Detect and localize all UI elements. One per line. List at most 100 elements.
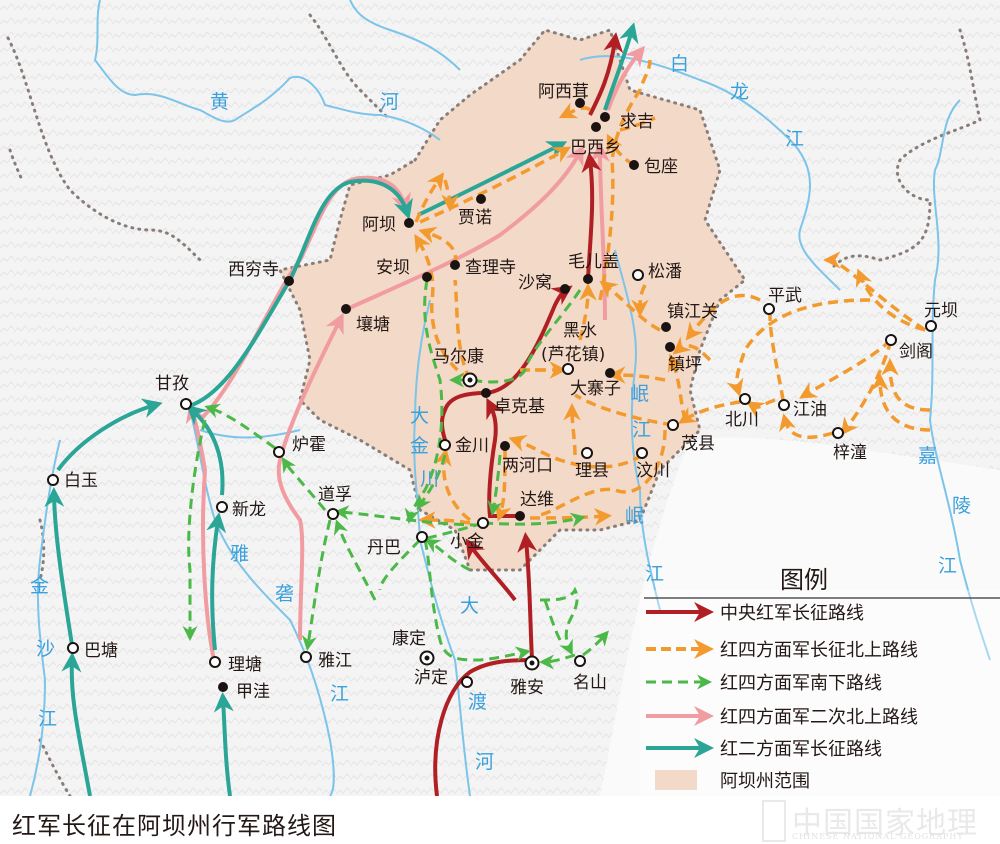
svg-text:红四方面军二次北上路线: 红四方面军二次北上路线 [720, 707, 918, 728]
county-circle-icon [180, 398, 192, 410]
place: 巴西乡 [570, 122, 621, 158]
town-dot-icon [665, 342, 675, 352]
county-circle-icon [461, 676, 473, 688]
place-label: 达维 [520, 490, 554, 510]
river-label: 河 [380, 91, 399, 113]
place: 汶川 [636, 447, 670, 481]
place: 黑水 [563, 321, 597, 341]
county-circle-icon [763, 303, 775, 315]
place-label: 小金 [450, 532, 484, 552]
town-dot-icon [629, 160, 639, 170]
river-label: 江 [38, 708, 57, 730]
county-circle-icon [925, 320, 937, 332]
river-label: 金 [30, 575, 49, 597]
place-markers: 阿西茸求吉巴西乡包座阿坝贾诺安坝查理寺西穷寺壤塘毛儿盖沙窝松潘镇江关镇坪黑水(芦… [47, 82, 958, 702]
place: 白玉 [47, 471, 98, 491]
place-label: 江油 [793, 400, 827, 420]
town-dot-icon [500, 441, 510, 451]
place: 贾诺 [458, 194, 492, 228]
place: 平武 [763, 286, 802, 315]
county-circle-icon [739, 393, 751, 405]
place: 阿西茸 [538, 82, 589, 108]
county-circle-icon [477, 517, 489, 529]
place-label: 沙窝 [518, 273, 552, 293]
legend-item-fourth-front-north: 红四方面军长征北上路线 [646, 639, 918, 661]
legend-title: 图例 [780, 566, 828, 594]
place-label: 雅江 [318, 651, 352, 671]
river-label: 大 [460, 595, 479, 617]
place: 理塘 [209, 655, 262, 675]
place-label: 包座 [644, 157, 678, 177]
river-label: 大 [410, 405, 429, 427]
county-circle-icon [416, 531, 428, 543]
svg-text:阿坝州范围: 阿坝州范围 [720, 771, 810, 792]
place-label: 炉霍 [292, 435, 326, 455]
place: 炉霍 [273, 435, 326, 458]
river-label: 龙 [730, 81, 749, 103]
place: 壤塘 [341, 304, 390, 335]
svg-text:红四方面军南下路线: 红四方面军南下路线 [720, 673, 882, 694]
river-label: 川 [420, 468, 439, 490]
place-label: 北川 [725, 410, 759, 430]
river-label: 河 [475, 751, 494, 773]
town-dot-icon [591, 122, 601, 132]
legend-item-aba-region: 阿坝州范围 [655, 770, 810, 792]
place: 两河口 [500, 441, 553, 476]
county-circle-icon [216, 501, 228, 513]
place: 道孚 [318, 485, 352, 520]
place: 甘孜 [155, 374, 192, 410]
place: 包座 [629, 157, 678, 177]
place: 丹巴 [367, 531, 428, 558]
town-dot-icon [218, 682, 228, 692]
route-fourth-front-south [182, 279, 609, 670]
town-dot-icon [515, 511, 525, 521]
place: 北川 [725, 393, 759, 430]
place: 康定 [392, 629, 435, 666]
place-label: 康定 [392, 629, 426, 649]
town-dot-icon [476, 194, 486, 204]
place-label: (芦花镇) [541, 345, 605, 365]
place: 大寨子 [570, 368, 621, 399]
svg-text:红四方面军长征北上路线: 红四方面军长征北上路线 [720, 640, 918, 661]
place: 梓潼 [832, 427, 867, 463]
place: 金川 [439, 436, 489, 456]
county-circle-icon [300, 651, 312, 663]
place-label: 安坝 [376, 258, 410, 278]
place: 达维 [515, 490, 554, 521]
place: 小金 [450, 517, 489, 552]
county-circle-icon [273, 446, 285, 458]
town-dot-icon [605, 368, 615, 378]
river-label: 陵 [952, 495, 971, 517]
town-dot-icon [583, 274, 593, 284]
place-label: 道孚 [318, 485, 352, 505]
place-label: 壤塘 [356, 314, 390, 335]
place-label: 贾诺 [458, 208, 492, 228]
river-label: 江 [785, 128, 804, 150]
place: 江油 [778, 399, 827, 420]
legend-item-fourth-front-second-north: 红四方面军二次北上路线 [646, 706, 918, 728]
river-label: 江 [632, 419, 651, 441]
river-labels: 黄河白龙江大金川岷江岷江雅砻江金沙江大渡河嘉陵江 [30, 53, 971, 773]
county-circle-icon [832, 427, 844, 439]
place-label: 巴西乡 [570, 138, 621, 158]
place: 卓克基 [481, 388, 545, 417]
county-circle-icon [47, 474, 59, 486]
river-label: 岷 [630, 383, 649, 405]
place-label: 阿西茸 [538, 82, 589, 102]
place: 剑阁 [885, 334, 933, 362]
place: 阿坝 [362, 215, 414, 235]
place: 求吉 [600, 112, 654, 132]
place-label: 甘孜 [155, 374, 189, 394]
place-label: 丹巴 [367, 538, 401, 558]
river-label: 白 [670, 53, 689, 75]
place-label: 理县 [575, 461, 609, 481]
legend-item-central-red-army: 中央红军长征路线 [646, 602, 864, 624]
river-label: 渡 [468, 691, 487, 713]
route-second-front [44, 22, 639, 796]
county-circle-icon [67, 642, 79, 654]
place-label: 镇江关 [667, 302, 718, 322]
place-label: 两河口 [502, 456, 553, 476]
place: 毛儿盖 [568, 252, 619, 284]
aba-region-swatch-icon [655, 770, 697, 790]
